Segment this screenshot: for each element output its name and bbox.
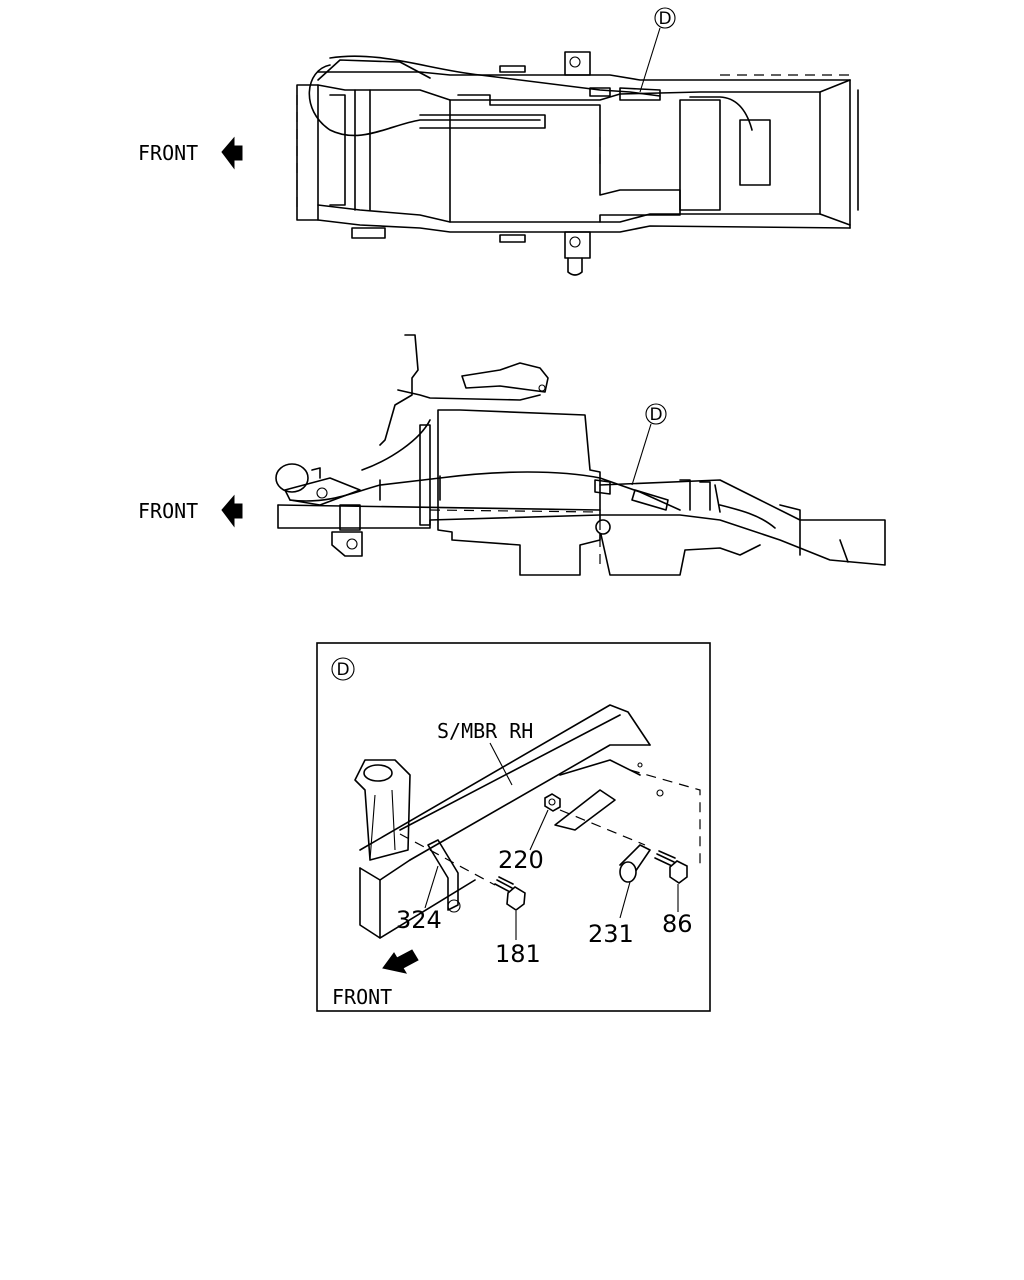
callout-181: 181: [495, 940, 541, 968]
detail-front-arrow-icon: [382, 949, 419, 974]
side-detail-ref: D: [649, 405, 662, 425]
callout-220: 220: [498, 846, 544, 874]
callout-231: 231: [588, 920, 634, 948]
side-front-arrow-icon: [221, 494, 243, 528]
top-front-arrow-icon: [221, 136, 243, 170]
member-label: S/MBR RH: [437, 719, 533, 743]
callout-324: 324: [396, 906, 442, 934]
side-front-label: FRONT: [138, 499, 198, 523]
top-detail-ref: D: [658, 9, 671, 29]
top-front-label: FRONT: [138, 141, 198, 165]
callout-86: 86: [662, 910, 693, 938]
side-frame-view: D FRONT: [138, 334, 886, 576]
detail-d-box: D S/MBR RH: [316, 642, 711, 1012]
detail-ref: D: [336, 660, 349, 680]
detail-front-label: FRONT: [332, 985, 392, 1009]
top-frame-view: D FRONT: [138, 7, 859, 276]
